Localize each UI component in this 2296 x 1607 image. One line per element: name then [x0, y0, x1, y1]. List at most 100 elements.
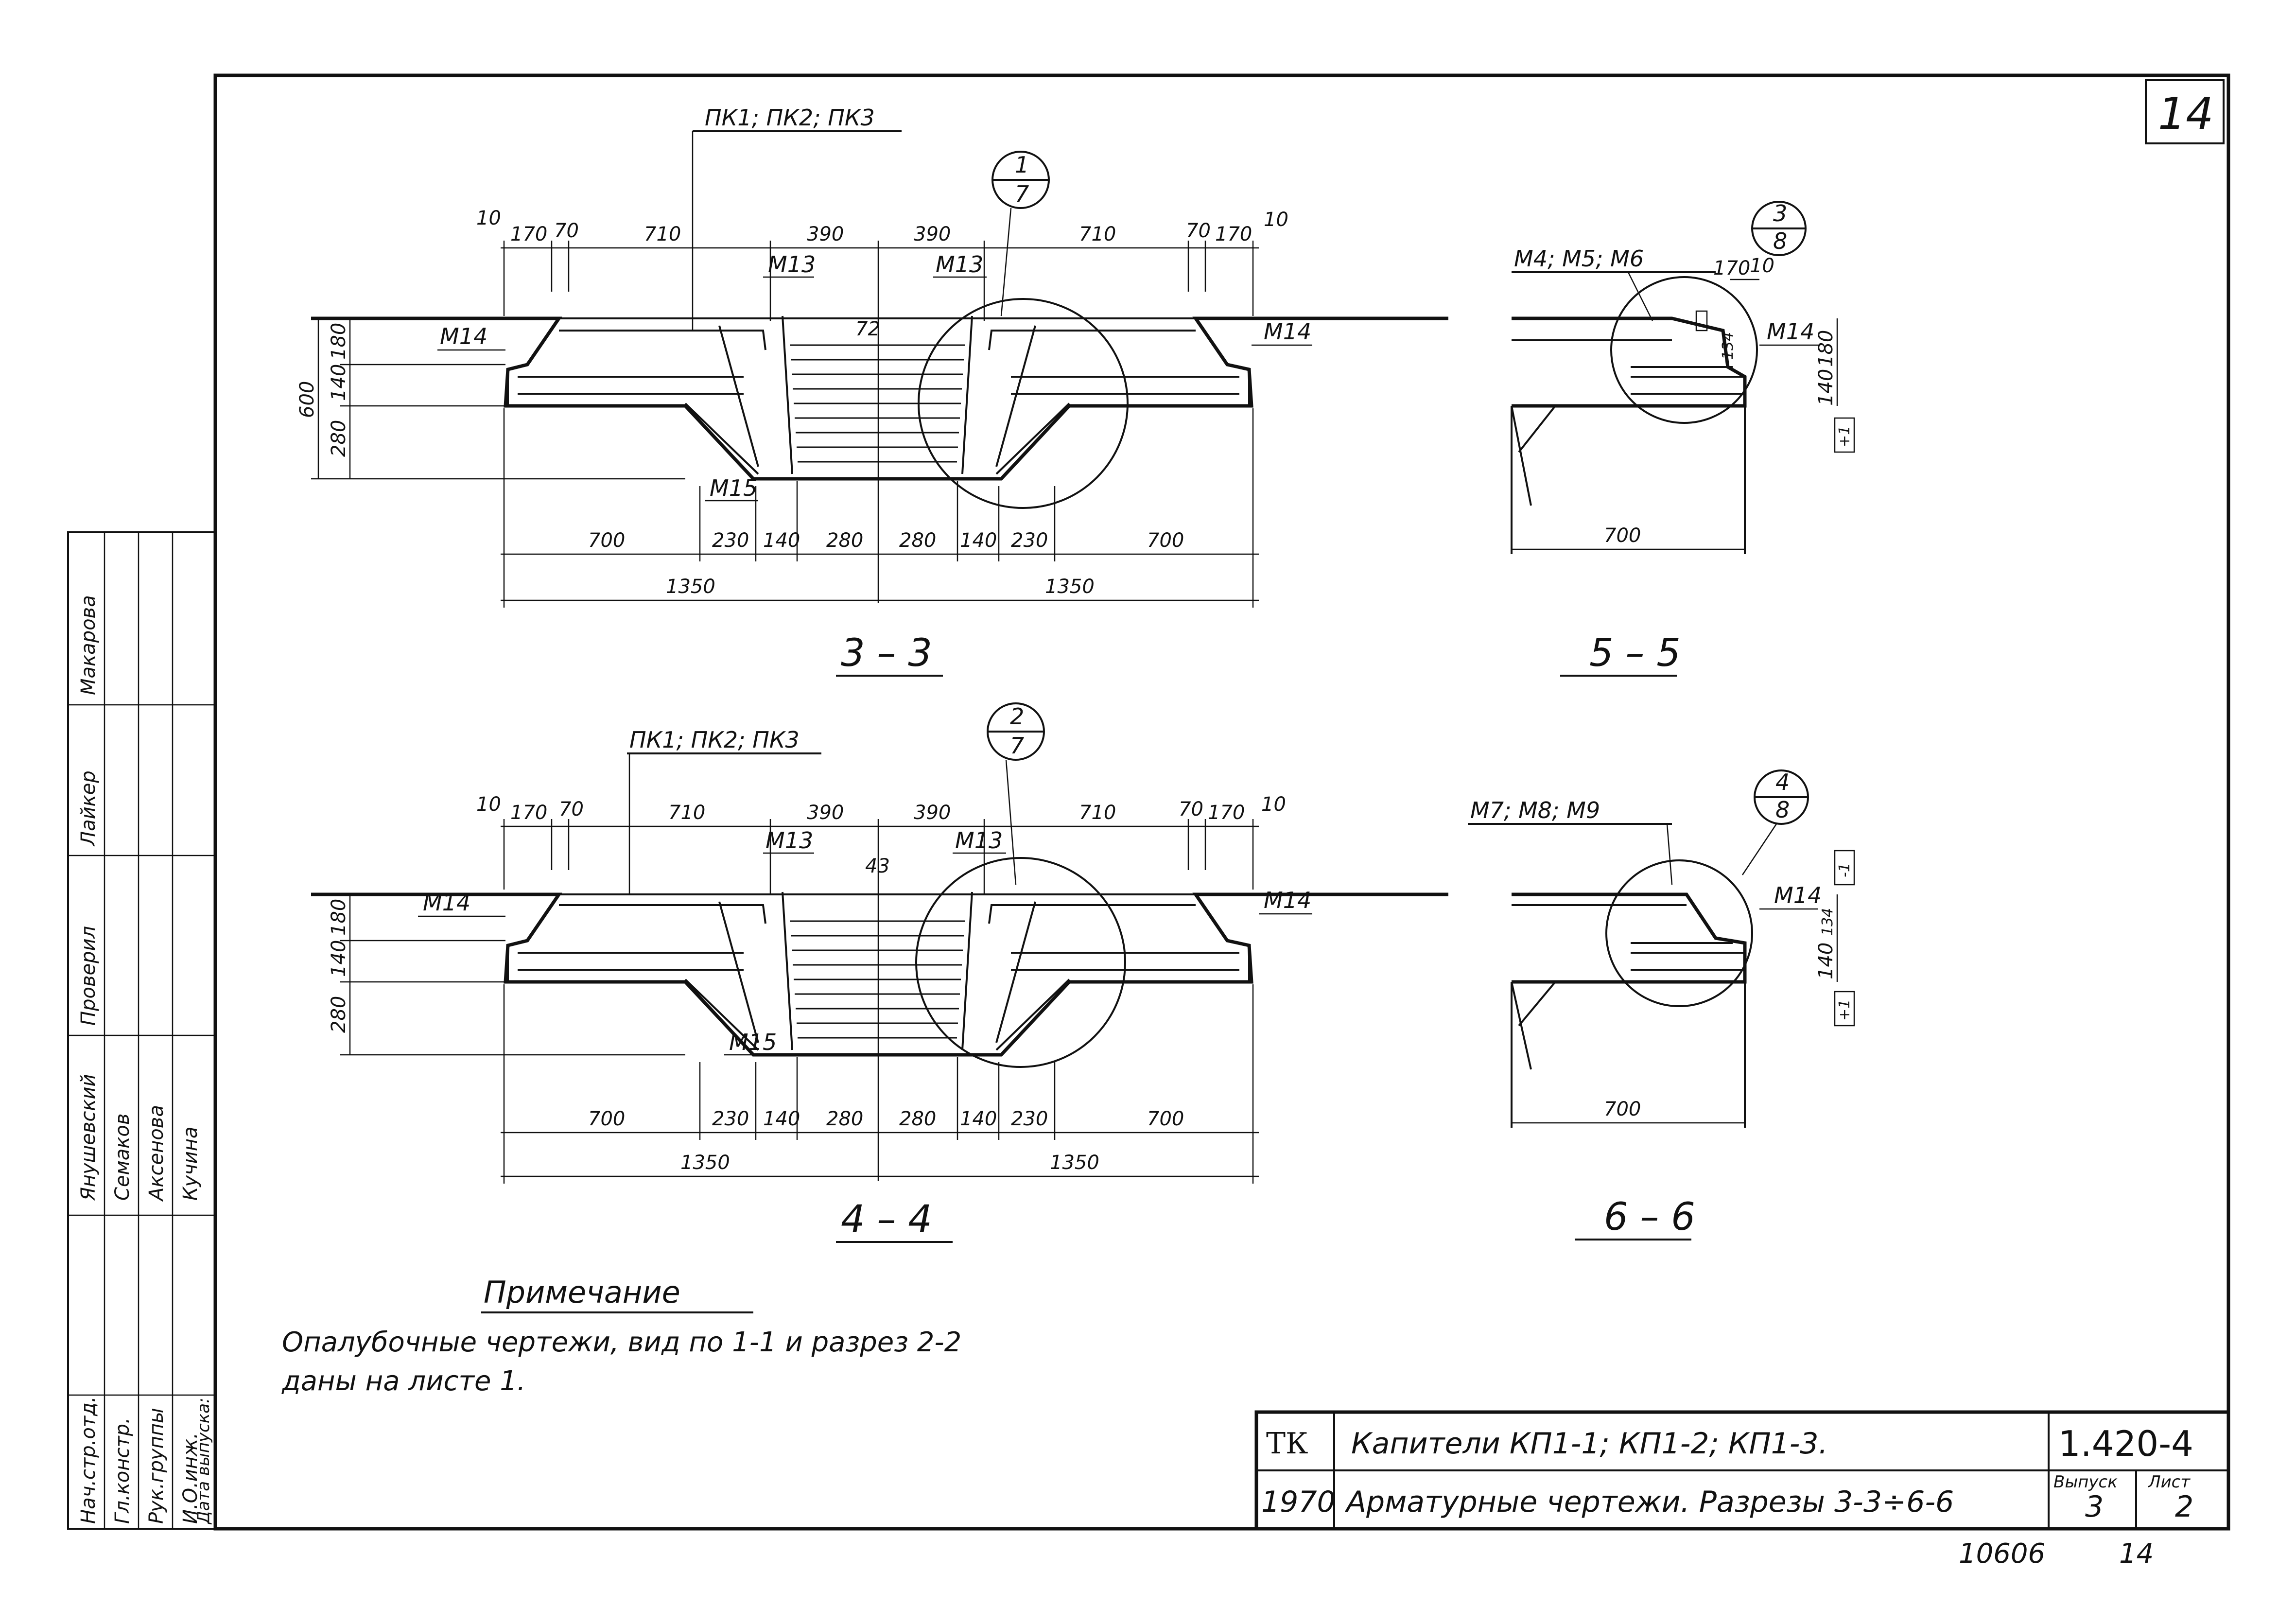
dim-text: 140: [763, 1108, 800, 1130]
small-rebar-box: [1695, 310, 1708, 332]
dim-text: 170: [1713, 257, 1750, 279]
mark-label: M14: [440, 323, 487, 349]
corner-number-box: [2145, 79, 2225, 144]
title-line-2: Арматурные чертежи. Разрезы 3-3÷6-6: [1344, 1485, 1954, 1519]
note-block: Примечание Опалубочные чертежи, вид по 1…: [281, 1275, 961, 1397]
level-tag: [1834, 850, 1855, 886]
mark-label: M13: [765, 827, 813, 854]
callout-sheet: 7: [1015, 181, 1029, 207]
dim-text: 1350: [1050, 1152, 1099, 1174]
vert-dim: 134: [1720, 332, 1737, 360]
dim-text: 70: [1179, 798, 1203, 821]
dim-text: 710: [644, 223, 681, 245]
callout-number: 4: [1775, 769, 1790, 795]
vert-dim: 140: [1815, 943, 1837, 979]
rebar-group-label: ПК1; ПК2; ПК3: [629, 727, 800, 753]
level-tag: [1834, 417, 1855, 453]
stamp-role: Дата выпуска:: [194, 1397, 213, 1525]
callout-sheet: 7: [1010, 733, 1024, 759]
dim-text: 170: [1215, 223, 1252, 245]
mark-label: M13: [955, 827, 1003, 854]
dim-text: 10: [1261, 793, 1286, 816]
archive-number: 10606: [1959, 1538, 2045, 1570]
vert-dim: 140: [328, 940, 350, 977]
dim-text: 710: [668, 802, 705, 824]
year: 1970: [1261, 1485, 1336, 1519]
mark-label: M14: [1774, 882, 1822, 908]
section-6-6: M7; M8; M9 4 8 M14 134 140 -1 +1 700 6 –…: [1468, 769, 1855, 1240]
dim-text: 280: [826, 1108, 863, 1130]
detail-circle: [1610, 276, 1758, 424]
dim-text: 170: [510, 223, 547, 245]
note-line: даны на листе 1.: [281, 1365, 526, 1397]
side-stamp: Нач.стр.отд. Гл.констр. Рук.группы И.О.и…: [67, 531, 216, 1530]
mark-label: M15: [710, 475, 757, 501]
dim-text: 700: [1604, 1098, 1641, 1120]
dim-text: 10: [476, 207, 501, 229]
dim-text: 1350: [680, 1152, 730, 1174]
vert-dim: 140: [328, 364, 350, 401]
footer-page: 14: [2119, 1538, 2154, 1570]
vert-dim: 280: [328, 996, 350, 1033]
mark-label: M14: [1264, 887, 1311, 913]
vert-dim: 180: [328, 899, 350, 936]
dim-text: 280: [899, 529, 936, 552]
sheet-number: 2: [2175, 1490, 2193, 1524]
capital-outline: [311, 316, 1448, 481]
sheet-label: Лист: [2147, 1472, 2191, 1492]
stamp-name: Янушевский: [77, 1074, 100, 1201]
note-heading: Примечание: [484, 1275, 680, 1310]
mark-label: M15: [729, 1029, 777, 1055]
dim-text: 70: [554, 220, 579, 242]
top-dimension-ticks: [503, 819, 1254, 1181]
dim-text: 390: [914, 802, 951, 824]
stamp-role: Нач.стр.отд.: [77, 1397, 100, 1524]
dim-text: 1350: [1045, 576, 1095, 598]
dim-text: 10: [476, 793, 501, 816]
stamp-name: Аксенова: [145, 1105, 168, 1202]
dim-text: 700: [1147, 529, 1184, 552]
rebar-group-label: M4; M5; M6: [1514, 245, 1644, 272]
bottom-dimension-ticks: [503, 408, 1254, 608]
section-title: 6 – 6: [1604, 1195, 1695, 1239]
dim-text: 280: [899, 1108, 936, 1130]
stamp-checked-name: Макарова: [77, 595, 100, 695]
dim-text: 70: [1186, 220, 1211, 242]
section-title: 5 – 5: [1589, 631, 1681, 675]
mark-label: M13: [768, 251, 816, 278]
dim-text: 1350: [666, 576, 715, 598]
dim-text: 230: [712, 529, 749, 552]
edge-outline: [1512, 892, 1747, 984]
stamp-name: Кучина: [179, 1127, 202, 1201]
dim-text: 140: [960, 1108, 997, 1130]
dim-text: 700: [1604, 524, 1641, 547]
issue-number: 3: [2085, 1490, 2104, 1524]
rebar-group-label: M7; M8; M9: [1470, 797, 1600, 823]
level-tag-text: +1: [1836, 426, 1853, 447]
mark-label: M13: [936, 251, 983, 278]
callout-sheet: 8: [1773, 228, 1787, 254]
detail-circle: [1605, 859, 1753, 1007]
mark-label: M14: [423, 890, 470, 916]
title-line-1: Капители КП1-1; КП1-2; КП1-3.: [1351, 1427, 1828, 1461]
mark-label: M14: [1264, 318, 1311, 345]
note-line: Опалубочные чертежи, вид по 1-1 и разрез…: [282, 1327, 961, 1358]
vert-dim: 140: [1815, 369, 1837, 406]
stamp-role: Гл.констр.: [111, 1417, 134, 1524]
section-title: 4 – 4: [841, 1198, 932, 1241]
vert-dim: 134: [1819, 908, 1836, 936]
corner-sheet-number: 14: [2158, 88, 2214, 140]
section-4-4: ПК1; ПК2; ПК3 2 7 10 170 70 710 390 390 …: [311, 702, 1448, 1243]
org-code: ТК: [1266, 1427, 1308, 1461]
capital-outline: [311, 892, 1448, 1057]
stamp-role: Рук.группы: [145, 1408, 168, 1524]
vert-dim: 180: [1815, 330, 1837, 367]
dim-text: 70: [559, 798, 584, 821]
dim-text: 390: [914, 223, 951, 245]
column-hatching: [790, 920, 965, 1039]
stamp-role: И.О.инж.: [179, 1432, 202, 1524]
dim-text: 710: [1079, 223, 1116, 245]
detail-circle: [918, 298, 1129, 509]
callout-number: 3: [1773, 200, 1787, 227]
